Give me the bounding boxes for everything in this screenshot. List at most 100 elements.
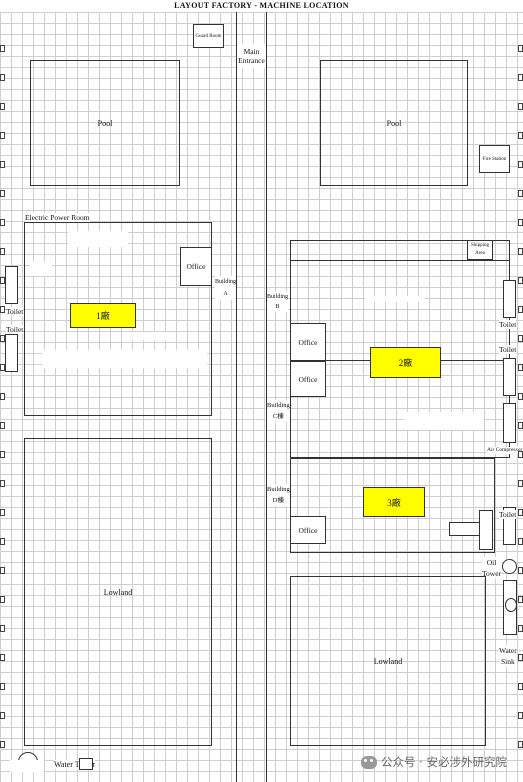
- office-a: Office: [180, 247, 212, 286]
- edge-tick: [518, 451, 523, 458]
- edge-tick: [0, 277, 5, 284]
- edge-tick: [518, 712, 523, 719]
- edge-tick: [0, 741, 5, 748]
- building-b-label: Building B: [267, 292, 289, 312]
- building-a-label: Building A: [215, 276, 237, 300]
- guard-room: Guard Room: [193, 24, 224, 48]
- edge-tick: [0, 132, 5, 139]
- edge-tick: [518, 480, 523, 487]
- lowland-right-label: Lowland: [373, 656, 403, 666]
- edge-tick: [518, 364, 523, 371]
- edge-tick: [0, 625, 5, 632]
- office-a-label: Office: [186, 262, 206, 271]
- office-c2-label: Office: [298, 374, 318, 384]
- pool-right: Pool: [320, 60, 468, 186]
- edge-tick: [518, 103, 523, 110]
- office-d-label: Office: [298, 525, 318, 535]
- edge-tick: [518, 741, 523, 748]
- edge-tick: [0, 538, 5, 545]
- edge-tick: [0, 509, 5, 516]
- edge-tick: [518, 190, 523, 197]
- road-right-edge: [266, 12, 267, 782]
- building-b-inner-line: [290, 260, 510, 261]
- lowland-left: Lowland: [24, 438, 212, 746]
- building-d-label: Building D棟: [267, 484, 290, 506]
- toilet-left-1-label: Toilet: [6, 307, 24, 316]
- water-sink-label: Water Sink: [499, 645, 517, 667]
- factory-1-label: 1廠: [96, 311, 110, 321]
- edge-tick: [518, 132, 523, 139]
- edge-tick: [0, 596, 5, 603]
- toilet-right-2-label: Toilet: [499, 345, 517, 354]
- edge-tick: [0, 654, 5, 661]
- edge-tick: [0, 683, 5, 690]
- edge-tick: [518, 683, 523, 690]
- lowland-right: Lowland: [290, 576, 486, 746]
- edge-tick: [0, 45, 5, 52]
- shipping-area-label: Shipping Area: [470, 243, 490, 256]
- building-a-block: [24, 222, 212, 416]
- toilet-right-box-3: [503, 403, 516, 443]
- main-entrance: Main Entrance: [237, 44, 266, 68]
- electric-power-room-label: Electric Power Room: [25, 213, 90, 222]
- toilet-left-2-label: Toilet: [6, 325, 24, 334]
- toilet-right-3-label: Toilet: [499, 510, 517, 519]
- edge-tick: [518, 538, 523, 545]
- edge-tick: [518, 567, 523, 574]
- edge-tick: [518, 277, 523, 284]
- edge-tick: [0, 103, 5, 110]
- road-left-edge: [236, 12, 237, 782]
- white-patch: [68, 231, 128, 247]
- edge-tick: [0, 422, 5, 429]
- factory-1: 1廠: [70, 303, 136, 328]
- toilet-right-box-1: [503, 280, 516, 318]
- watermark: 公众号 · 安必涉外研究院: [361, 754, 507, 770]
- air-compressor-label: Air Compressor: [487, 447, 523, 454]
- edge-tick: [0, 567, 5, 574]
- edge-tick: [0, 393, 5, 400]
- oil-tower-circle: [502, 559, 517, 574]
- office-c1: Office: [290, 323, 326, 361]
- toilet-right-1-label: Toilet: [499, 320, 517, 329]
- white-patch: [365, 296, 425, 302]
- office-d: Office: [290, 516, 326, 544]
- edge-tick: [0, 335, 5, 342]
- main-entrance-label: Main Entrance: [238, 47, 265, 65]
- pool-right-label: Pool: [386, 118, 402, 128]
- edge-tick: [518, 625, 523, 632]
- edge-tick: [0, 219, 5, 226]
- white-patch: [42, 350, 207, 368]
- toilet-left-box-2: [5, 334, 18, 372]
- guard-room-label: Guard Room: [195, 33, 222, 39]
- toilet-right-box-2: [503, 358, 516, 396]
- edge-tick: [518, 335, 523, 342]
- factory-3: 3廠: [363, 487, 425, 517]
- edge-tick: [518, 393, 523, 400]
- edge-tick: [518, 248, 523, 255]
- office-c2: Office: [290, 361, 326, 397]
- white-patch: [10, 760, 44, 772]
- edge-tick: [0, 306, 5, 313]
- edge-tick: [0, 190, 5, 197]
- equipment-block-tall: [479, 510, 493, 550]
- factory-2-label: 2廠: [398, 358, 413, 368]
- edge-tick: [518, 219, 523, 226]
- shipping-area: Shipping Area: [467, 240, 493, 260]
- edge-tick: [0, 451, 5, 458]
- watermark-text: 公众号 · 安必涉外研究院: [381, 755, 507, 769]
- water-tower-rect: [79, 758, 93, 770]
- lowland-left-label: Lowland: [103, 587, 133, 597]
- water-sink-circle: [505, 598, 517, 612]
- edge-tick: [518, 45, 523, 52]
- edge-tick: [518, 654, 523, 661]
- fire-station-label: Fire Station: [482, 156, 507, 162]
- pool-left: Pool: [30, 60, 180, 186]
- factory-3-label: 3廠: [387, 497, 401, 508]
- fire-station: Fire Station: [479, 145, 510, 173]
- white-patch: [132, 332, 172, 340]
- white-patch: [30, 262, 52, 276]
- wechat-icon: [361, 755, 378, 769]
- office-c1-label: Office: [298, 337, 318, 347]
- edge-tick: [0, 248, 5, 255]
- toilet-left-box-1: [5, 266, 18, 304]
